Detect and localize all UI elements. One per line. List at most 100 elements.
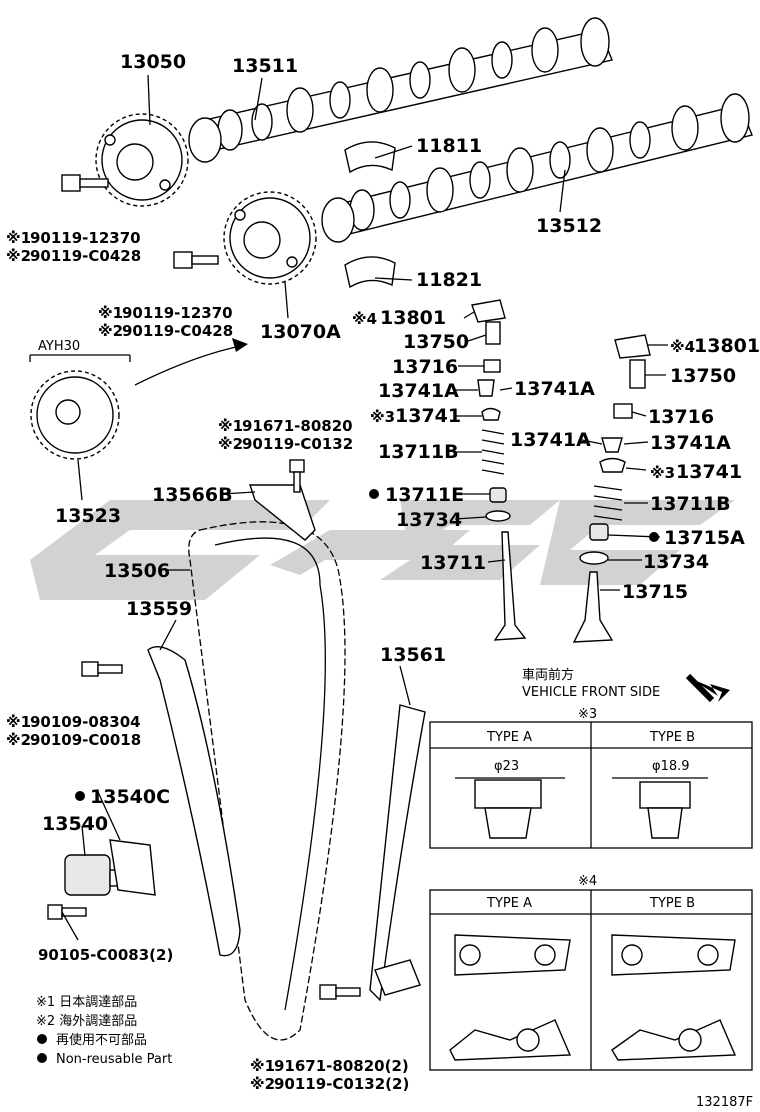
arrow-icon — [134, 344, 246, 386]
legend-japan-sourced: ※1 日本調達部品 — [36, 995, 137, 1010]
mark-4: ※4 — [352, 310, 377, 328]
bolt-icon — [173, 251, 219, 269]
mark-4: ※4 — [670, 338, 695, 356]
non-reusable-dot-icon — [37, 1053, 47, 1063]
bolt-icon — [61, 174, 109, 192]
bolt-icon — [319, 984, 361, 1000]
part-label-13512[interactable]: 13512 — [536, 215, 602, 237]
bolt-label-90119-C0428-a[interactable]: 90119-C0428 — [30, 247, 141, 265]
bolt-label-91671-80820[interactable]: 91671-80820 — [242, 417, 353, 435]
part-label-13711B-left[interactable]: 13711B — [378, 441, 459, 463]
bearing-11821 — [344, 256, 396, 289]
tensioner-arm-13559 — [147, 646, 241, 957]
part-label-13070A[interactable]: 13070A — [260, 321, 341, 343]
leader-lines — [61, 74, 668, 941]
non-reusable-dot-icon — [649, 532, 659, 542]
part-label-13741A-left-1[interactable]: 13741A — [378, 380, 459, 402]
part-label-13741-left[interactable]: 13741 — [395, 405, 461, 427]
part-label-13715[interactable]: 13715 — [622, 581, 688, 603]
part-label-13711[interactable]: 13711 — [420, 552, 486, 574]
part-label-13750-left[interactable]: 13750 — [403, 331, 469, 353]
vvt-gear-13070A — [223, 191, 317, 285]
mark-1: ※1 — [250, 1057, 275, 1075]
part-label-13506[interactable]: 13506 — [104, 560, 170, 582]
bolt-label-90119-12370-a[interactable]: 90119-12370 — [30, 229, 141, 247]
mark-3: ※3 — [370, 408, 395, 426]
legend-non-reusable-en: Non-reusable Part — [56, 1052, 172, 1067]
part-label-13741A-left-2[interactable]: 13741A — [514, 378, 595, 400]
chain-guide-13566B — [249, 484, 316, 541]
legend-overseas-sourced: ※2 海外調達部品 — [36, 1014, 137, 1029]
part-label-13566B[interactable]: 13566B — [152, 484, 233, 506]
bearing-11811 — [344, 141, 396, 174]
part-label-13561[interactable]: 13561 — [380, 644, 446, 666]
bolt-icon — [81, 661, 123, 677]
valve-train-right — [572, 334, 651, 643]
mark-1: ※1 — [218, 417, 243, 435]
part-label-11821[interactable]: 11821 — [416, 269, 482, 291]
part-label-13715A[interactable]: 13715A — [664, 527, 745, 549]
part-label-11811[interactable]: 11811 — [416, 135, 482, 157]
intake-camshaft — [188, 17, 613, 163]
bolt-label-90105-C0083[interactable]: 90105-C0083(2) — [38, 946, 173, 964]
vehicle-front-label-jp: 車両前方 — [522, 667, 574, 683]
valve-stem-seal-type-b — [612, 777, 708, 839]
mark-1: ※1 — [6, 713, 31, 731]
part-label-13741A-right-2[interactable]: 13741A — [650, 432, 731, 454]
bolt-label-90109-08304[interactable]: 90109-08304 — [30, 713, 141, 731]
engine-variant-label: AYH30 — [38, 339, 80, 354]
part-label-13716-left[interactable]: 13716 — [392, 356, 458, 378]
valve-stem-seal-type-a — [455, 777, 565, 839]
part-label-13559[interactable]: 13559 — [126, 598, 192, 620]
part-label-13801-right[interactable]: 13801 — [694, 335, 760, 357]
illustration-code: 132187F — [696, 1095, 753, 1110]
bolt-label-90119-C0132[interactable]: 90119-C0132 — [242, 435, 353, 453]
part-label-13511[interactable]: 13511 — [232, 55, 298, 77]
mark-2: ※2 — [6, 731, 31, 749]
crank-sprocket-13523 — [30, 370, 120, 460]
non-reusable-dot-icon — [369, 489, 379, 499]
valve-train-left — [471, 299, 527, 641]
bolt-label-90119-12370-b[interactable]: 90119-12370 — [122, 304, 233, 322]
part-label-13741A-right-1[interactable]: 13741A — [510, 429, 591, 451]
timing-chain-13506 — [188, 521, 346, 1041]
part-label-13801-left[interactable]: 13801 — [380, 307, 446, 329]
bolt-icon — [289, 459, 305, 493]
bolt-label-90109-C0018[interactable]: 90109-C0018 — [30, 731, 141, 749]
part-label-13050[interactable]: 13050 — [120, 51, 186, 73]
part-label-13734-right[interactable]: 13734 — [643, 551, 709, 573]
mark-2: ※2 — [218, 435, 243, 453]
mark-3: ※3 — [650, 464, 675, 482]
bolt-label-90119-C0428-b[interactable]: 90119-C0428 — [122, 322, 233, 340]
note-3-type-a: TYPE A — [486, 730, 532, 745]
note-4-type-b: TYPE B — [649, 896, 695, 911]
part-label-13716-right[interactable]: 13716 — [648, 406, 714, 428]
tensioner-13540 — [47, 839, 156, 920]
dimension-type-b: φ18.9 — [652, 759, 690, 774]
mark-1: ※1 — [6, 229, 31, 247]
vvt-gear-13050 — [95, 113, 189, 207]
rocker-arm-type-a — [449, 934, 572, 1061]
non-reusable-dot-icon — [37, 1034, 47, 1044]
mark-1: ※1 — [98, 304, 123, 322]
bolt-label-91671-80820-2[interactable]: 91671-80820(2) — [274, 1057, 409, 1075]
part-label-13734-left[interactable]: 13734 — [396, 509, 462, 531]
legend-non-reusable-jp: 再使用不可部品 — [56, 1032, 147, 1048]
arrowhead-icon — [232, 338, 248, 352]
part-label-13540C[interactable]: 13540C — [90, 786, 170, 808]
part-label-13711B-right[interactable]: 13711B — [650, 493, 731, 515]
note-4-type-a: TYPE A — [486, 896, 532, 911]
part-label-13540[interactable]: 13540 — [42, 813, 108, 835]
part-label-13711E[interactable]: 13711E — [385, 484, 464, 506]
bolt-label-90119-C0132-2[interactable]: 90119-C0132(2) — [274, 1075, 409, 1093]
note-4-marker: ※4 — [578, 874, 597, 889]
part-label-13741-right[interactable]: 13741 — [676, 461, 742, 483]
exhaust-camshaft — [321, 93, 753, 243]
mark-2: ※2 — [98, 322, 123, 340]
non-reusable-dot-icon — [75, 791, 85, 801]
part-label-13523[interactable]: 13523 — [55, 505, 121, 527]
note-3-type-b: TYPE B — [649, 730, 695, 745]
part-label-13750-right[interactable]: 13750 — [670, 365, 736, 387]
vehicle-front-label-en: VEHICLE FRONT SIDE — [522, 685, 660, 700]
